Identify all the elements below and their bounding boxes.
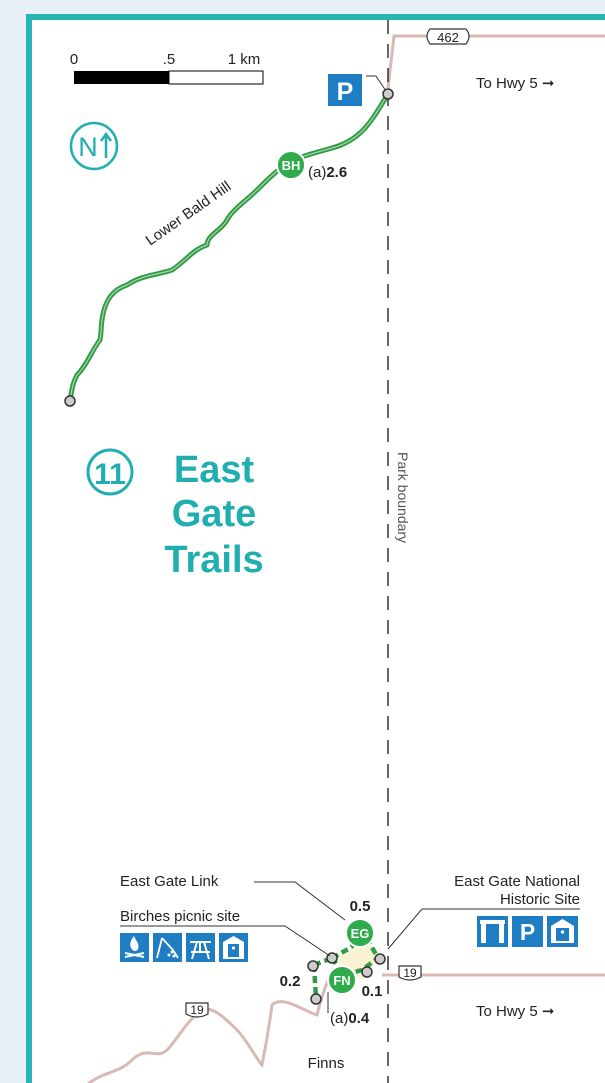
east-gate-nhs-leader: [387, 908, 580, 950]
eg-distance: 0.5: [350, 898, 371, 915]
section-title-line3: Trails: [164, 539, 263, 581]
toilet-icon: [547, 916, 578, 947]
svg-text:BH: BH: [282, 158, 301, 173]
scale-tick-0: 0: [70, 51, 78, 68]
section-title-line1: East: [174, 449, 255, 491]
svg-text:EG: EG: [351, 926, 370, 941]
park-boundary-label: Park boundary: [395, 452, 411, 543]
east-gate-link-label: East Gate Link: [120, 873, 219, 890]
svg-text:FN: FN: [333, 973, 350, 988]
svg-text:P: P: [337, 78, 354, 106]
scale-tick-1km: 1 km: [228, 51, 261, 68]
eg-trailhead-badge[interactable]: EG: [345, 918, 375, 948]
svg-text:19: 19: [190, 1003, 204, 1017]
lower-bald-hill-trail[interactable]: [67, 92, 391, 401]
north-label: N: [78, 132, 98, 162]
bh-distance: (a)2.6: [308, 164, 347, 181]
east-gate-nhs-line1: East Gate National: [454, 873, 580, 890]
bh-trailhead-badge[interactable]: BH: [276, 150, 306, 180]
parking-icon: P: [512, 916, 543, 947]
lower-bald-hill-label: Lower Bald Hill: [143, 178, 235, 249]
trail-map: 0 .5 1 km N P 462 To Hwy 5 ➞ To Hwy 5 ➞ …: [64, 20, 605, 1083]
east-gate-nhs-line2: Historic Site: [500, 891, 580, 908]
birches-picnic-label: Birches picnic site: [120, 908, 240, 925]
gate-icon: [477, 916, 508, 947]
map-frame: 0 .5 1 km N P 462 To Hwy 5 ➞ To Hwy 5 ➞ …: [26, 14, 605, 1083]
fn-trailhead-badge[interactable]: FN: [327, 965, 357, 995]
highway-462-road: [386, 34, 605, 89]
to-hwy5-bottom: To Hwy 5 ➞: [476, 1003, 554, 1020]
finns-label: Finns: [308, 1055, 345, 1072]
svg-text:462: 462: [437, 30, 459, 45]
birches-facilities: [120, 933, 248, 962]
east-gate-link-leader: [254, 881, 346, 921]
section-number-badge: 11: [86, 448, 134, 496]
highway-19-west-road: [86, 967, 336, 1083]
birches-picnic-leader: [120, 925, 331, 957]
scale-tick-half: .5: [163, 51, 176, 68]
scale-bar: 0 .5 1 km: [70, 51, 264, 85]
fn-left-distance: 0.2: [280, 973, 301, 990]
north-arrow-icon: N: [69, 121, 119, 171]
campfire-icon: [120, 933, 149, 962]
node-left-bottom: [310, 993, 322, 1005]
svg-text:19: 19: [403, 966, 417, 980]
svg-text:11: 11: [94, 458, 126, 491]
fn-distance: (a)0.4: [330, 1010, 370, 1027]
fn-right-distance: 0.1: [362, 983, 383, 1000]
highway-19-badge-left: 19: [185, 1002, 209, 1018]
east-gate-facilities: P: [477, 916, 578, 947]
parking-icon[interactable]: P: [328, 74, 362, 106]
node-left-top: [307, 960, 319, 972]
node-right: [361, 966, 373, 978]
playground-icon: [153, 933, 182, 962]
section-title-line2: Gate: [172, 493, 256, 535]
toilet-icon: [219, 933, 248, 962]
to-hwy5-top: To Hwy 5 ➞: [476, 75, 554, 92]
highway-19-badge-right: 19: [398, 965, 422, 981]
trail-end-node: [64, 395, 76, 407]
node-east-gate: [374, 953, 386, 965]
trail-start-node: [382, 88, 394, 100]
svg-text:P: P: [520, 919, 535, 945]
highway-462-badge: 462: [426, 28, 470, 45]
picnic-table-icon: [186, 933, 215, 962]
